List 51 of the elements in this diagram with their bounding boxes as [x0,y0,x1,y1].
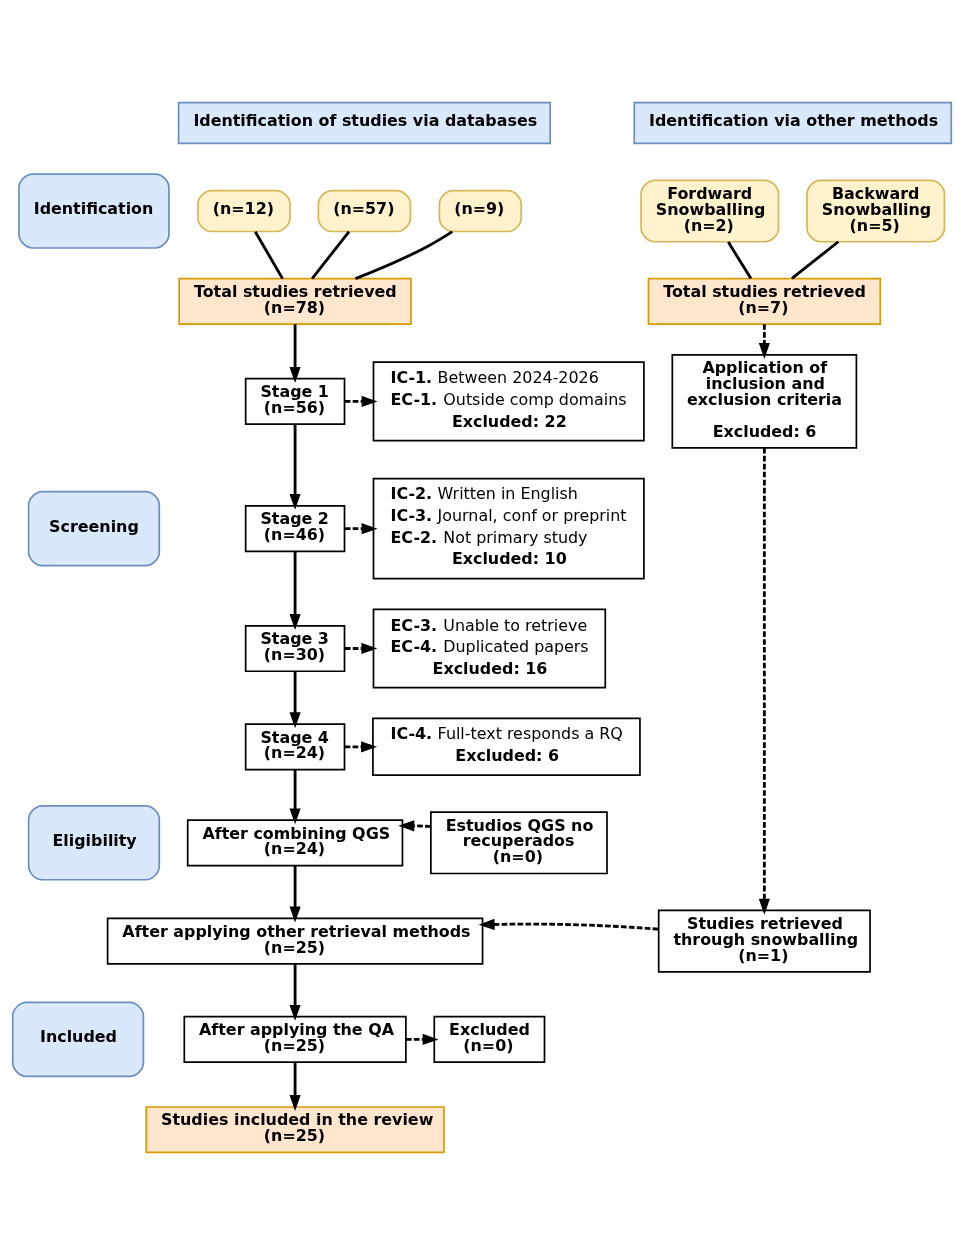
node-box: (n=57) [317,189,412,233]
node-box: Backward Snowballing (n=5) [806,179,946,243]
connector [254,231,284,280]
node-box: Total studies retrieved (n=7) [647,277,882,325]
arrow [289,964,301,1021]
node-box: IC-2. Written in English IC-3. Journal, conf or preprint EC-2. Not primary study Excluded: 10 [372,477,645,580]
node-box: Stage 3 (n=30) [244,624,346,673]
arrow [344,395,378,407]
node-box: Total studies retrieved (n=78) [178,277,412,325]
node-box: Included [11,1001,145,1078]
arrow [289,769,301,825]
node-box: After applying other retrieval methods (n=25) [106,917,484,965]
node-box: Studies included in the review (n=25) [145,1106,445,1154]
node-box: EC-3. Unable to retrieve EC-4. Duplicated papers Excluded: 16 [372,608,607,689]
node-box: (n=12) [197,189,291,233]
node-box: Stage 1 (n=56) [244,377,346,425]
node-box: Identification via other methods [633,101,953,145]
arrow [478,918,659,931]
node-box: Stage 2 (n=46) [244,505,346,553]
node-box: (n=9) [438,189,523,233]
arrow [289,324,301,383]
connector [354,230,454,280]
arrow [405,1033,439,1045]
node-box: Estudios QGS no recuperados (n=0) [430,811,608,875]
connector [791,240,840,280]
arrow [344,523,378,535]
arrow [758,448,770,915]
arrow [289,424,301,510]
node-box: IC-4. Full-text responds a RQ Excluded: 6 [372,717,641,777]
node-box: After combining QGS (n=24) [186,819,404,867]
arrow [344,642,378,655]
arrow [758,324,770,359]
arrow [289,1062,301,1112]
node-box: Fordward Snowballing (n=2) [640,179,780,243]
node-box: Screening [27,490,161,567]
node-box: Eligibility [27,805,161,881]
node-box: Application of inclusion and exclusion criteria Excluded: 6 [671,353,858,449]
node-box: Studies retrieved through snowballing (n=1) [657,909,871,973]
node-box: Identification [18,173,170,249]
arrow [289,865,301,923]
connector [727,241,753,280]
node-box: Identification of studies via databases [177,101,552,145]
arrow [289,551,301,631]
node-box: Excluded (n=0) [433,1015,546,1063]
arrow [289,671,301,729]
arrow [398,820,431,832]
arrow [344,741,378,753]
node-box: IC-1. Between 2024-2026 EC-1. Outside comp domains Excluded: 22 [372,361,645,442]
node-box: After applying the QA (n=25) [183,1015,407,1063]
connector [311,230,351,280]
node-box: Stage 4 (n=24) [244,723,346,771]
